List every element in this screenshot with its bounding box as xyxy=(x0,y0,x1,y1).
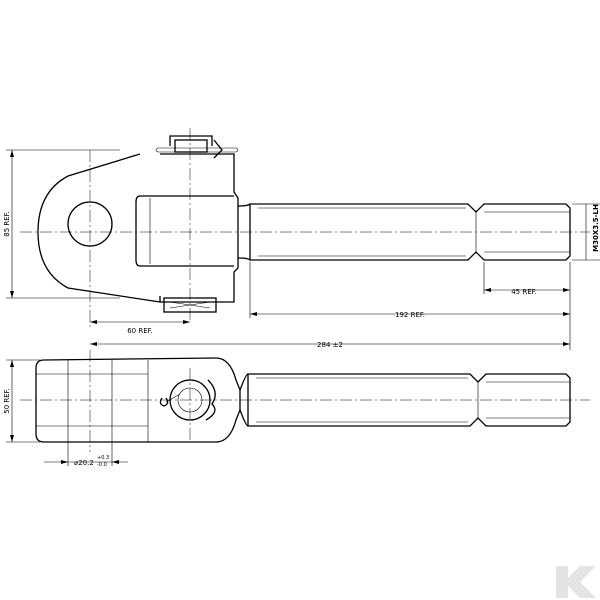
rod-length-label: 192 REF. xyxy=(395,311,425,319)
height-ref-label: 85 REF. xyxy=(3,211,11,237)
bore-diameter-label: ⌀20.2 xyxy=(74,459,94,467)
eye-hole xyxy=(67,201,113,247)
thread-length-label: 45 REF. xyxy=(511,288,537,296)
top-view-dimensions: 85 REF. M30X3.5-LH 45 REF. 192 REF. 60 R… xyxy=(3,149,600,350)
eye-body-outline xyxy=(37,153,239,303)
top-view xyxy=(20,128,590,330)
side-body-outline xyxy=(35,357,241,443)
thread-spec-label: M30X3.5-LH xyxy=(592,204,600,252)
overall-length-label: 284 ±2 xyxy=(317,341,343,349)
body-width-label: 50 REF. xyxy=(3,388,11,414)
side-view xyxy=(20,350,590,452)
bore-tol-upper-label: +0.3 xyxy=(97,455,109,461)
side-view-dimensions: 50 REF. ⌀20.2 +0.3 -0.0 xyxy=(3,359,128,468)
eye-offset-label: 60 REF. xyxy=(127,327,153,335)
kramp-k-logo-icon xyxy=(556,566,596,598)
bore-tol-lower-label: -0.0 xyxy=(97,462,107,468)
